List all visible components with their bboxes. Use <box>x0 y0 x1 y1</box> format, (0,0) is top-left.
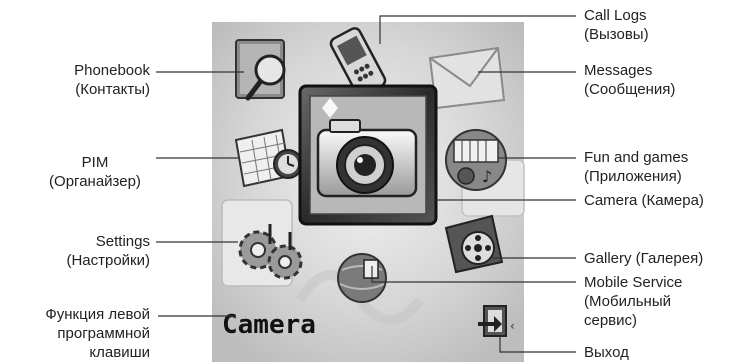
softkey-label: Camera <box>222 310 316 340</box>
label-call-logs: Call Logs (Вызовы) <box>584 6 649 44</box>
label-phonebook-line1: Phonebook <box>74 61 150 80</box>
label-fun-games: Fun and games (Приложения) <box>584 148 688 186</box>
label-messages-line2: (Сообщения) <box>584 80 675 99</box>
label-pim-line1: PIM <box>40 153 150 172</box>
svg-text:♪: ♪ <box>482 167 492 186</box>
mobile-service-icon[interactable] <box>338 254 386 302</box>
label-phonebook-line2: (Контакты) <box>74 80 150 99</box>
label-pim: PIM (Органайзер) <box>40 153 150 191</box>
phonebook-icon[interactable] <box>236 40 284 98</box>
label-settings: Settings (Настройки) <box>66 232 150 270</box>
label-left-softkey-line1: Функция левой <box>45 305 150 324</box>
label-mobile-service-line2: (Мобильный <box>584 292 682 311</box>
label-left-softkey-line2: программной <box>45 324 150 343</box>
svg-text:‹: ‹ <box>510 319 515 333</box>
label-fun-games-line1: Fun and games <box>584 148 688 167</box>
label-mobile-service: Mobile Service (Мобильный сервис) <box>584 273 682 330</box>
label-camera-line1: Camera (Камера) <box>584 191 704 210</box>
label-phonebook: Phonebook (Контакты) <box>74 61 150 99</box>
label-messages-line1: Messages <box>584 61 675 80</box>
label-exit-line1: Выход <box>584 343 629 362</box>
messages-icon[interactable] <box>430 48 504 108</box>
label-call-logs-line2: (Вызовы) <box>584 25 649 44</box>
label-call-logs-line1: Call Logs <box>584 6 649 25</box>
fun-games-icon[interactable]: ♪ <box>446 130 506 190</box>
label-mobile-service-line1: Mobile Service <box>584 273 682 292</box>
label-gallery: Gallery (Галерея) <box>584 249 703 268</box>
label-left-softkey: Функция левой программной клавиши <box>45 305 150 362</box>
label-exit: Выход <box>584 343 629 362</box>
label-messages: Messages (Сообщения) <box>584 61 675 99</box>
label-mobile-service-line3: сервис) <box>584 311 682 330</box>
camera-icon[interactable] <box>300 86 436 224</box>
label-settings-line2: (Настройки) <box>66 251 150 270</box>
label-fun-games-line2: (Приложения) <box>584 167 688 186</box>
label-camera: Camera (Камера) <box>584 191 704 210</box>
label-settings-line1: Settings <box>66 232 150 251</box>
label-pim-line2: (Органайзер) <box>40 172 150 191</box>
label-left-softkey-line3: клавиши <box>45 343 150 362</box>
label-gallery-line1: Gallery (Галерея) <box>584 249 703 268</box>
